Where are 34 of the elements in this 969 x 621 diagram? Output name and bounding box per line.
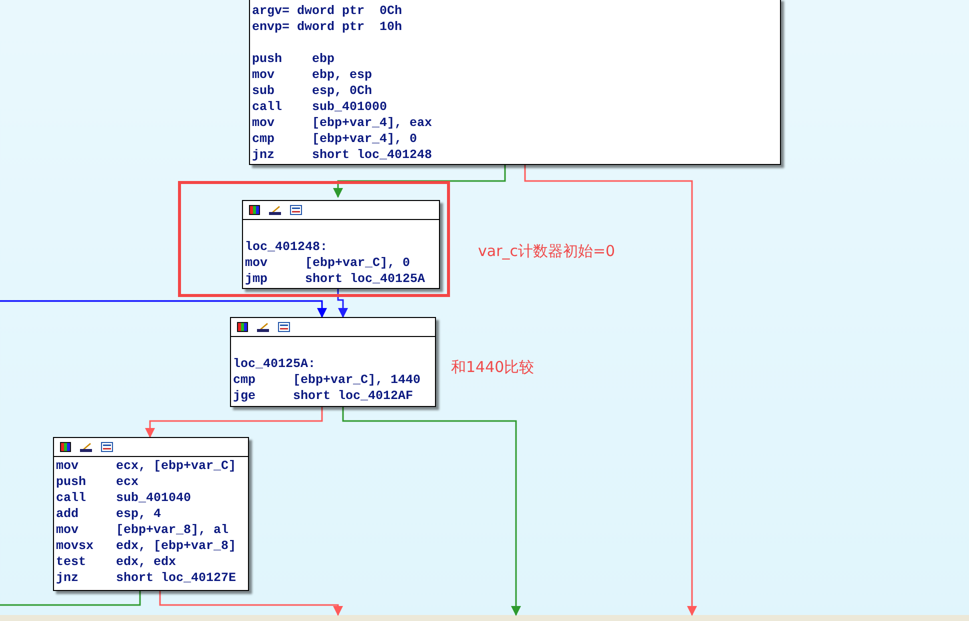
code-line: jnz short loc_40127E [56,570,238,586]
code-line: loc_40125A: [233,356,317,372]
code-block [242,200,440,289]
code-line: push ebp [252,51,336,67]
code-line: jmp short loc_40125A [245,271,426,287]
code-line: cmp [ebp+var_C], 1440 [233,372,422,388]
code-line: push ecx [56,474,140,490]
code-line: mov [ebp+var_4], eax [252,115,434,131]
code-line: add esp, 4 [56,506,162,522]
annotation-text: var_c计数器初始=0 [478,242,616,261]
code-line: mov ecx, [ebp+var_C] [56,458,238,474]
code-line: envp= dword ptr 10h [252,19,404,35]
arrow [524,165,697,616]
code-line: test edx, edx [56,554,178,570]
arrow [333,165,506,198]
code-line: jnz short loc_401248 [252,147,434,163]
code-line: sub esp, 0Ch [252,83,374,99]
arrow [0,300,327,318]
arrow [342,407,521,616]
code-line: jge short loc_4012AF [233,388,414,404]
code-line: call sub_401000 [252,99,388,115]
code-block [249,0,781,165]
annotation-text: 和1440比较 [451,358,534,377]
code-line: mov ebp, esp [252,67,374,83]
code-line: movsx edx, [ebp+var_8] [56,538,238,554]
code-line: call sub_401040 [56,490,192,506]
code-line: mov [ebp+var_8], al [56,522,230,538]
code-block [53,437,249,591]
code-line: mov [ebp+var_C], 0 [245,255,412,271]
code-line: cmp [ebp+var_4], 0 [252,131,418,147]
arrow [159,591,343,616]
code-line: loc_401248: [245,239,329,255]
arrow [145,407,323,438]
code-line: argv= dword ptr 0Ch [252,3,404,19]
